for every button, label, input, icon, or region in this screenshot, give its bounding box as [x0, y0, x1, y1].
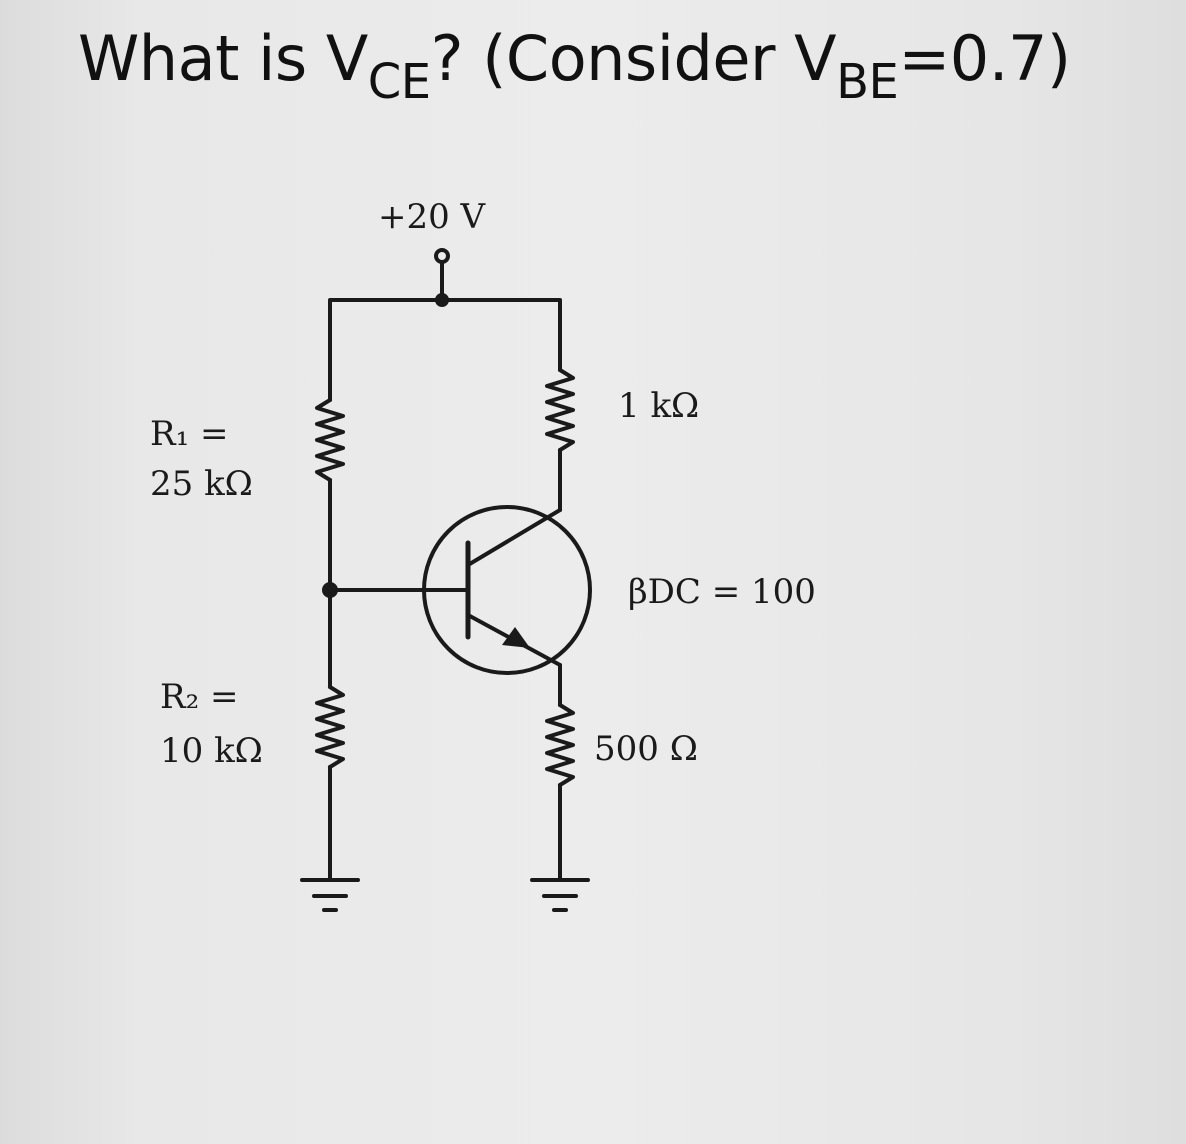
question-title: What is VCE? (Consider VBE=0.7): [78, 22, 1071, 110]
rc-value-label: 1 kΩ: [618, 386, 699, 426]
emitter-arrow-icon: [502, 627, 530, 648]
question-middle: ? (Consider V: [430, 22, 837, 95]
question-prefix-subscript: CE: [367, 54, 431, 110]
transistor-body: [422, 505, 592, 675]
beta-label: βDC = 100: [628, 572, 816, 612]
r1-name-label: R₁ =: [150, 414, 229, 454]
supply-label: +20 V: [378, 197, 487, 237]
r2-resistor: [315, 685, 345, 769]
rc-resistor: [545, 368, 575, 452]
question-suffix: =0.7): [898, 22, 1071, 95]
r1-resistor: [315, 398, 345, 482]
transistor-collector-lead: [466, 508, 562, 567]
r2-value-label: 10 kΩ: [160, 731, 263, 771]
question-middle-subscript: BE: [836, 54, 899, 110]
top-rail-wire: [328, 298, 562, 402]
r2-name-label: R₂ =: [160, 677, 239, 717]
re-resistor: [545, 703, 575, 787]
question-prefix: What is V: [78, 22, 368, 95]
r1-value-label: 25 kΩ: [150, 464, 253, 504]
re-value-label: 500 Ω: [594, 729, 698, 769]
